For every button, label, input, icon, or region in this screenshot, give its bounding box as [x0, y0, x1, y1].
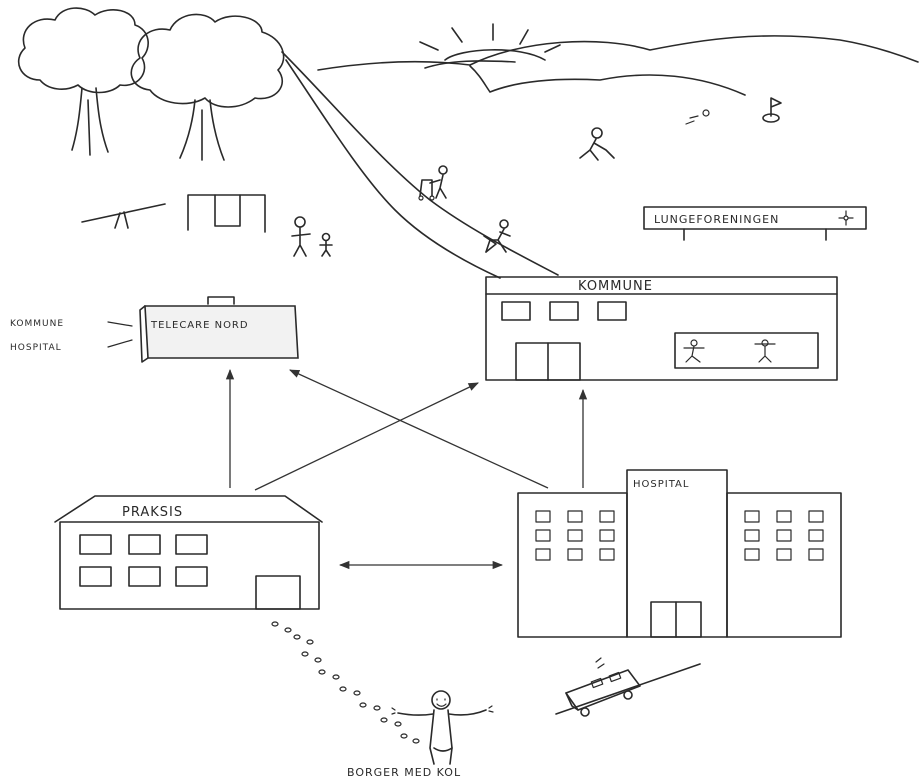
- telecare-nord-case: TELECARE NORD: [140, 297, 298, 362]
- parent-child-icon: [292, 217, 332, 256]
- telecare-label: TELECARE NORD: [150, 320, 249, 331]
- citizen-label: BORGER MED KOL: [347, 766, 461, 779]
- kommune-building: KOMMUNE: [486, 277, 837, 380]
- lungeforeningen-sign: LUNGEFORENINGEN: [644, 207, 866, 240]
- citizen-figure: [392, 691, 493, 764]
- arrow-praksis-kommune: [255, 383, 478, 490]
- hospital-windows-left: [536, 511, 614, 560]
- ambulance-icon: [556, 658, 700, 716]
- side-label-kommune: KOMMUNE: [10, 319, 64, 329]
- hospital-label: HOSPITAL: [633, 479, 689, 490]
- footprints-icon: [272, 622, 419, 743]
- golf-ball-icon: [686, 110, 709, 124]
- golfer-icon: [580, 128, 614, 160]
- kommune-label: KOMMUNE: [578, 279, 653, 294]
- flower-icon: [839, 211, 853, 225]
- door: [651, 602, 701, 637]
- side-label-hospital: HOSPITAL: [10, 343, 62, 353]
- tree-icon: [19, 8, 149, 155]
- tree-icon: [131, 14, 283, 160]
- seesaw-icon: [82, 204, 165, 228]
- arrow-hospital-telecare: [290, 370, 548, 488]
- hospital-windows-right: [745, 511, 823, 560]
- lungeforeningen-label: LUNGEFORENINGEN: [654, 213, 779, 226]
- connection-arrows: [230, 370, 583, 565]
- hills: [318, 36, 918, 95]
- walking-path: [282, 52, 558, 278]
- sun-icon: [420, 24, 560, 60]
- praksis-label: PRAKSIS: [122, 505, 183, 520]
- hospital-building: HOSPITAL: [518, 470, 841, 637]
- door: [256, 576, 300, 609]
- door: [516, 343, 580, 380]
- gym-window: [675, 333, 818, 368]
- praksis-building: PRAKSIS: [55, 496, 322, 609]
- golf-flag-icon: [763, 98, 781, 122]
- swing-set-icon: [188, 195, 265, 232]
